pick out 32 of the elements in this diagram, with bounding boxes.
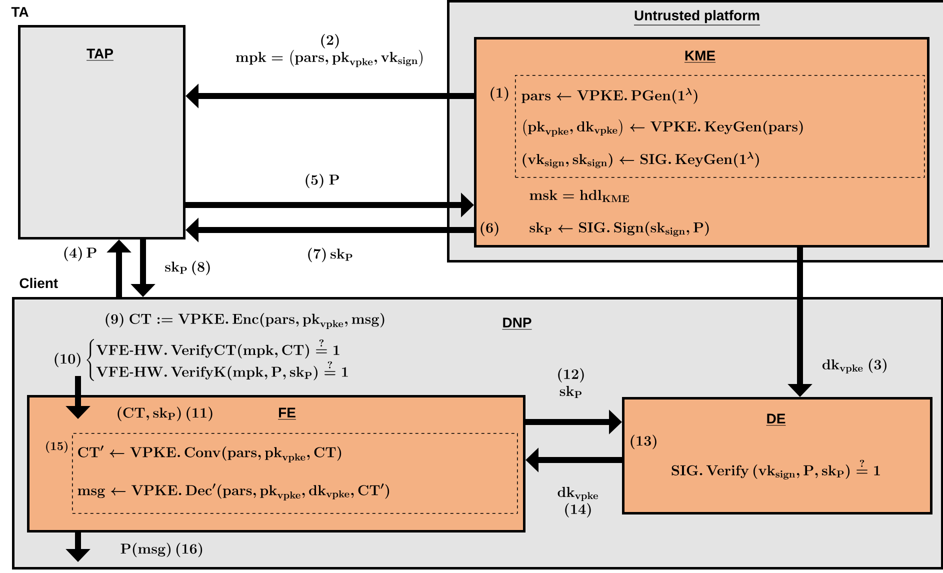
edge-label: $\begin{array}{c}(2)\\ \mathbf{mpk} = \left(\mathbf{pars}, \mathbf{pk}_{\mathbf{vpke}}, \mathbf{vk}_{\mathbf{sign}}\right)\end{array}$	[229, 32, 431, 68]
formula-line: $\mathbf{msg} \leftarrow \mathbf{VPKE.\,Dec}'(\mathbf{pars}, \mathbf{pk}_{\mathbf{vpke}}, \mathbf{dk}_{\mathbf{vpke}}, \mathbf{CT}')$	[78, 484, 390, 500]
box-title: DNP	[502, 318, 532, 330]
edge-label: $\mathbf{sk}_{\mathbf{P}}\,(8)$	[164, 260, 212, 276]
box-title: FE	[278, 408, 296, 420]
formula-line: $\mathbf{sk}_{\mathbf{P}} \leftarrow \mathbf{SIG.\,Sign}(\mathbf{sk}_{\mathbf{sign}}, \mathbf{P})$	[530, 222, 709, 236]
step-number: $(15)$	[46, 440, 68, 453]
formula-line: $\mathbf{msk} = \mathbf{hdl}_{\mathbf{KME}}$	[530, 190, 630, 202]
formula-line: $(10)\left\{\begin{array}{@{}l@{}}\mathbf{VFE\text{-}HW.\,VerifyCT}(\mathbf{mpk}, \mathbf{CT}) \stackrel{?}{=} \mathbf{1}\\ \mathbf{VFE\text{-}HW.\,VerifyK}(\mathbf{mpk}, \mathbf{P}, \mathbf{sk}_{\mathbf{P}}) \stackrel{?}{=} \mathbf{1}\end{array}\right.$	[54, 338, 348, 381]
formula-line: $(9)\ \mathbf{CT} := \mathbf{VPKE.\,Enc}(\mathbf{pars}, \mathbf{pk}_{\mathbf{vpke}}, \mathbf{msg})$	[106, 312, 384, 329]
box-title: TAP	[86, 48, 114, 61]
formula-line: $(13)$	[630, 434, 656, 450]
formula-line: $\mathbf{pars} \leftarrow \mathbf{VPKE.\,PGen}(\mathbf{1}^{\boldsymbol{\lambda}})$	[522, 88, 698, 104]
edge-label: $\mathbf{dk}_{\mathbf{vpke}}\ (3)$	[820, 358, 890, 374]
box-title: DE	[766, 414, 786, 426]
group-label: TA	[11, 7, 28, 17]
formula-line: $\mathbf{CT}' \leftarrow \mathbf{VPKE.\,Conv}(\mathbf{pars}, \mathbf{pk}_{\mathbf{vpke}}, \mathbf{CT})$	[78, 446, 342, 462]
box-title: Untrusted platform	[634, 10, 760, 26]
edge-label: $(5)\ \mathbf{P}$	[303, 172, 341, 190]
formula-line: $\mathbf{SIG.\,Verify}\left(\mathbf{vk}_{\mathbf{sign}}, \mathbf{P}, \mathbf{sk}_{\mathbf{P}}\right) \stackrel{?}{=} \mathbf{1}$	[672, 460, 880, 480]
edge-label: $\begin{array}{c}(12)\\ \mathbf{sk}_{\mathbf{P}}\end{array}$	[550, 366, 592, 402]
edge-label: $\begin{array}{c}\mathbf{dk}_{\mathbf{vpke}}\\ (14)\end{array}$	[551, 484, 605, 520]
box-title: KME	[684, 50, 716, 63]
formula-line: $(6)$	[480, 222, 498, 236]
formula-line: $\left(\mathbf{pk}_{\mathbf{vpke}}, \mathbf{dk}_{\mathbf{vpke}}\right) \leftarrow \mathbf{VPKE.\,KeyGen}(\mathbf{pars})$	[523, 119, 803, 137]
edge-label: $\mathbf{P}(\mathbf{msg})\,(16)$	[119, 542, 205, 558]
step-number: $(1)$	[490, 86, 508, 102]
formula-line: $\left(\mathbf{vk}_{\mathbf{sign}}, \mathbf{sk}_{\mathbf{sign}}\right) \leftarrow \mathbf{SIG.\,KeyGen}(\mathbf{1}^{\boldsymbol{\lambda}})$	[522, 152, 759, 168]
edge-label: $(4)\,\mathbf{P}$	[62, 246, 98, 262]
edge-label: $(\mathbf{CT}, \mathbf{sk}_{\mathbf{P}})\,(11)$	[115, 406, 215, 422]
group-label: Client	[20, 278, 58, 288]
edge-label: $(7)\,\mathbf{sk}_{\mathbf{P}}$	[306, 246, 354, 264]
